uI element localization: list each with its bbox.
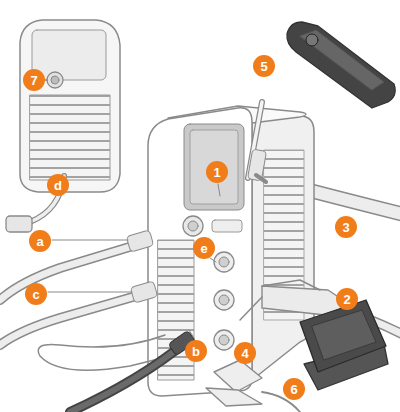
callout-text: 4	[241, 347, 248, 360]
callout-number: c	[25, 283, 47, 305]
callout-number: a	[29, 230, 51, 252]
callout-number: 4	[234, 342, 256, 364]
remote-control	[287, 22, 395, 108]
leader-lines	[46, 80, 220, 338]
callout-text: 1	[213, 166, 220, 179]
callout-number: b	[185, 340, 207, 362]
callout-text: 5	[260, 60, 267, 73]
callout-text: d	[54, 179, 62, 192]
callout-number: 7	[23, 69, 45, 91]
callout-number: 1	[206, 161, 228, 183]
callout-text: 2	[343, 293, 350, 306]
callout-number: 5	[253, 55, 275, 77]
callout-number: 3	[335, 216, 357, 238]
callout-text: e	[200, 242, 207, 255]
callout-number: 6	[283, 378, 305, 400]
callout-text: 6	[290, 383, 297, 396]
callout-number: e	[193, 237, 215, 259]
callout-number: 2	[336, 288, 358, 310]
cables	[0, 230, 196, 412]
foot-pedal	[300, 300, 388, 390]
callout-text: c	[32, 288, 39, 301]
callout-text: 7	[30, 74, 37, 87]
tig-torch	[248, 102, 267, 182]
rear-view	[6, 20, 120, 232]
callout-text: b	[192, 345, 200, 358]
callout-text: a	[36, 235, 43, 248]
callout-number: d	[47, 174, 69, 196]
callout-text: 3	[342, 221, 349, 234]
